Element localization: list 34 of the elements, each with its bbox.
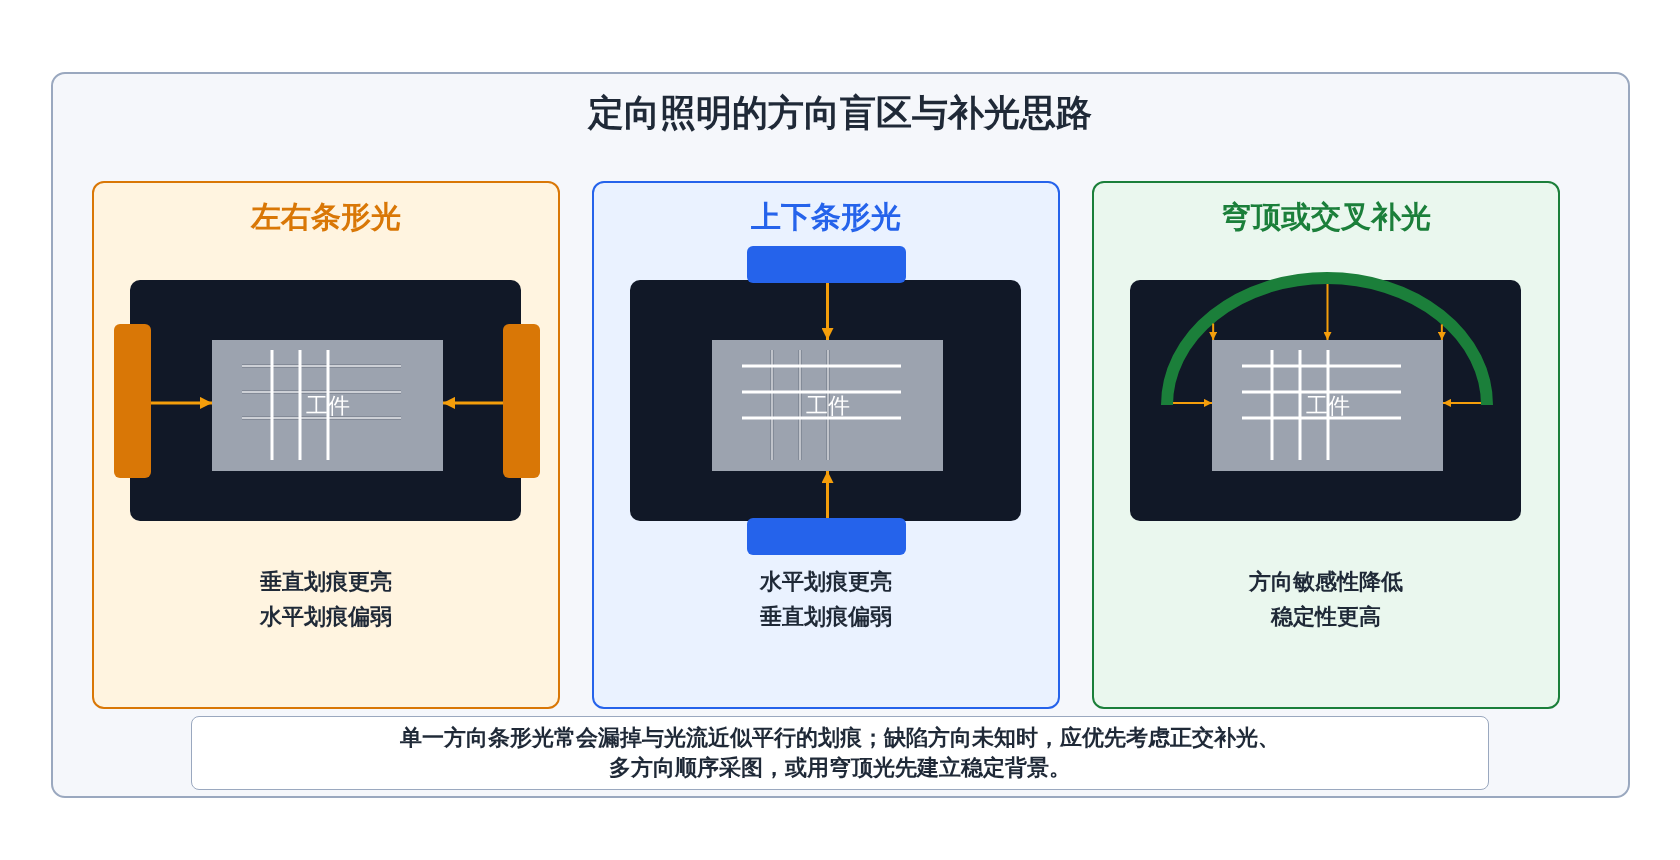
light-ray-arrow xyxy=(1323,283,1332,341)
light-bar xyxy=(747,246,906,283)
light-ray-arrow xyxy=(151,396,212,409)
workpiece xyxy=(712,340,943,471)
workpiece-label: 工件 xyxy=(1305,392,1350,419)
workpiece xyxy=(212,340,443,471)
light-bar xyxy=(503,324,540,478)
effect-text: 垂直划痕更亮 xyxy=(260,568,392,596)
diagram-title: 定向照明的方向盲区与补光思路 xyxy=(588,91,1092,135)
light-bar xyxy=(114,324,151,478)
workpiece-label: 工件 xyxy=(805,392,850,419)
lighting-panel xyxy=(92,181,560,709)
note-box xyxy=(191,716,1489,790)
light-ray-arrow xyxy=(1209,322,1218,341)
note-text: 单一方向条形光常会漏掉与光流近似平行的划痕；缺陷方向未知时，应优先考虑正交补光、多方向顺序采图，或用穹顶光先建立稳定背景。 xyxy=(399,724,1281,782)
lighting-panel xyxy=(592,181,1060,709)
effect-text: 稳定性更高 xyxy=(1271,603,1381,631)
lighting-panel xyxy=(1092,181,1560,709)
light-bar xyxy=(747,518,906,555)
panel-heading: 上下条形光 xyxy=(751,198,901,236)
light-ray-arrow xyxy=(1437,323,1446,341)
light-ray-arrow xyxy=(1172,398,1213,407)
effect-text: 垂直划痕偏弱 xyxy=(760,603,892,631)
light-ray-arrow xyxy=(821,471,834,518)
effect-text: 水平划痕偏弱 xyxy=(260,603,392,631)
workpiece xyxy=(1212,340,1443,471)
workpiece-label: 工件 xyxy=(305,392,350,419)
light-ray-arrow xyxy=(443,396,503,409)
panel-heading: 穹顶或交叉补光 xyxy=(1221,198,1431,236)
light-ray-arrow xyxy=(821,283,834,340)
effect-text: 方向敏感性降低 xyxy=(1249,568,1403,596)
panel-heading: 左右条形光 xyxy=(251,198,401,236)
effect-text: 水平划痕更亮 xyxy=(760,568,892,596)
light-ray-arrow xyxy=(1442,398,1482,407)
